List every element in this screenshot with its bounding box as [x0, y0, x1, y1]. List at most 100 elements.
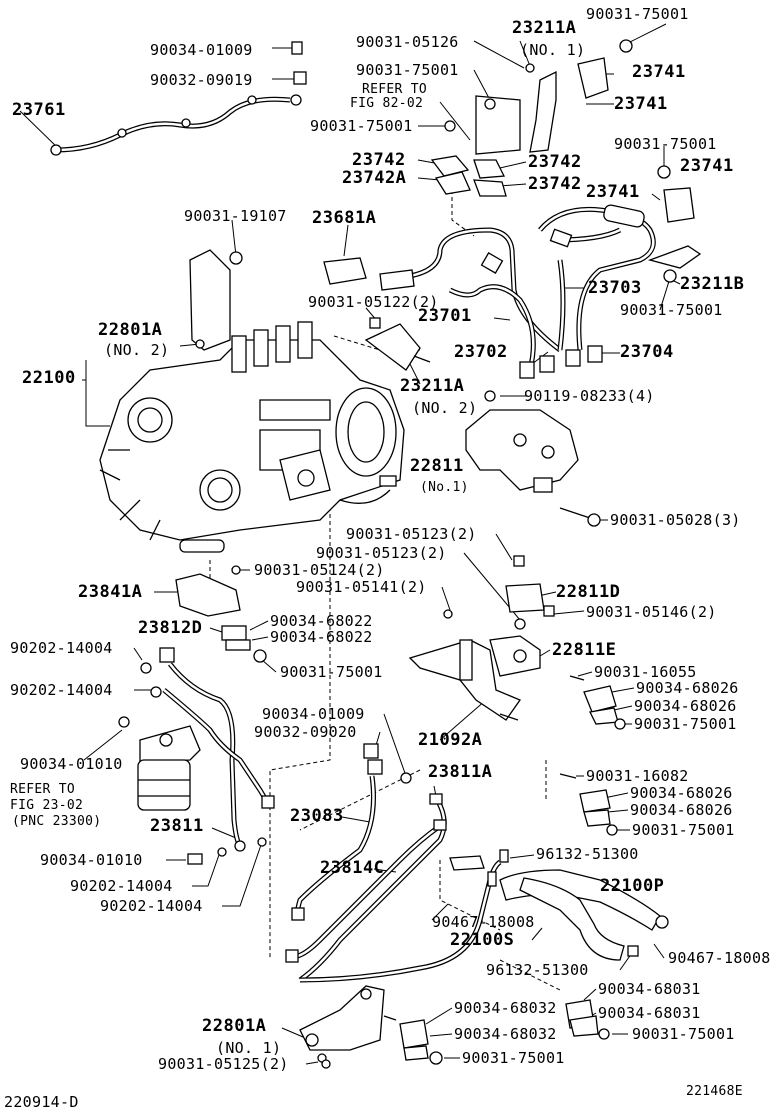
bracket-22811-no1: [465, 390, 601, 527]
label-no2-a: (NO. 2): [104, 341, 170, 359]
label-90031-75001-f: 90031-75001: [280, 663, 383, 681]
label-no2-b: (NO. 2): [412, 399, 478, 417]
label-90032-09020: 90032-09020: [254, 723, 357, 741]
label-90031-75001-d: 90031-75001: [614, 135, 717, 153]
label-90031-75001-top: 90031-75001: [586, 5, 689, 23]
clamp-set-upper-right: [569, 675, 626, 730]
label-90031-05028: 90031-05028(3): [610, 511, 741, 529]
label-figure-code: 220914-D: [4, 1093, 79, 1111]
label-90467-18008-b: 90467-18008: [668, 949, 771, 967]
label-96132-51300-b: 96132-51300: [486, 961, 589, 979]
clamp-set-bottom-right: [565, 999, 610, 1040]
label-90031-05126: 90031-05126: [356, 33, 459, 51]
label-22100: 22100: [22, 368, 76, 388]
label-90031-05124: 90031-05124(2): [254, 561, 385, 579]
label-23811: 23811: [150, 816, 204, 836]
label-90202-14004-b: 90202-14004: [10, 681, 113, 699]
label-22801A-no2: 22801A: [98, 320, 163, 340]
bracket-22801A-no1: [299, 985, 397, 1069]
label-23742-a: 23742: [352, 150, 406, 170]
label-90031-05141: 90031-05141(2): [296, 578, 427, 596]
label-22811: 22811: [410, 456, 464, 476]
label-90034-68031-a: 90034-68031: [598, 980, 701, 998]
label-90031-05123-a: 90031-05123(2): [346, 525, 477, 543]
bracket-23841A: [175, 565, 267, 663]
label-90031-16082: 90031-16082: [586, 767, 689, 785]
label-90202-14004-d: 90202-14004: [100, 897, 203, 915]
label-refer-to-1: REFER TO: [362, 82, 428, 97]
label-22811D: 22811D: [556, 582, 621, 602]
label-23083: 23083: [290, 806, 344, 826]
label-refer-to-2: REFER TO: [10, 782, 76, 797]
bracket-23211B: [647, 165, 702, 283]
label-fig-82-02: FIG 82-02: [350, 96, 424, 111]
bracket-21092A: [408, 635, 541, 721]
overflow-pipe-23761: [50, 41, 307, 156]
label-90034-01010-a: 90034-01010: [20, 755, 123, 773]
label-23841A: 23841A: [78, 582, 143, 602]
label-23741-a: 23741: [632, 62, 686, 82]
label-no1-c: (NO. 1): [216, 1039, 282, 1057]
label-drawing-number: 221468E: [686, 1084, 743, 1099]
label-23742-c: 23742: [528, 174, 582, 194]
label-90034-01010-b: 90034-01010: [40, 851, 143, 869]
label-90031-05123-b: 90031-05123(2): [316, 544, 447, 562]
bracket-23211A-no2: [364, 317, 431, 371]
clamp-set-lower-right: [559, 773, 618, 836]
label-no1-b: (No.1): [420, 480, 469, 495]
label-22801A-no1: 22801A: [202, 1016, 267, 1036]
label-90119-08233: 90119-08233(4): [524, 387, 655, 405]
label-pnc-23300: (PNC 23300): [12, 814, 102, 829]
label-90034-01009-b: 90034-01009: [262, 705, 365, 723]
bracket-23211A-no1: [444, 39, 633, 155]
label-90031-75001-j: 90031-75001: [462, 1049, 565, 1067]
label-90031-05125: 90031-05125(2): [158, 1055, 289, 1073]
label-90034-68031-b: 90034-68031: [598, 1004, 701, 1022]
label-90034-68032-a: 90034-68032: [454, 999, 557, 1017]
fuel-filter: [137, 725, 201, 811]
label-23741-c: 23741: [680, 156, 734, 176]
label-90031-75001-h: 90031-75001: [632, 821, 735, 839]
clamps-23742: [430, 155, 507, 197]
label-90034-68026-d: 90034-68026: [630, 801, 733, 819]
label-23702: 23702: [454, 342, 508, 362]
label-90034-68026-c: 90034-68026: [630, 784, 733, 802]
label-90467-18008-a: 90467-18008: [432, 913, 535, 931]
label-23211A-no1: 23211A: [512, 18, 577, 38]
label-23742A: 23742A: [342, 168, 407, 188]
label-90034-68022-b: 90034-68022: [270, 628, 373, 646]
label-fig-23-02: FIG 23-02: [10, 798, 84, 813]
label-90032-09019: 90032-09019: [150, 71, 253, 89]
label-23814C: 23814C: [320, 858, 385, 878]
label-90031-75001-b: 90031-75001: [356, 61, 459, 79]
label-23681A: 23681A: [312, 208, 377, 228]
label-23211B: 23211B: [680, 274, 745, 294]
fuel-pipes-23083: [285, 743, 509, 983]
label-90031-19107: 90031-19107: [184, 207, 287, 225]
label-90031-16055: 90031-16055: [594, 663, 697, 681]
hose-23681A: [323, 257, 415, 291]
label-23812D: 23812D: [138, 618, 203, 638]
label-90031-05122: 90031-05122(2): [308, 293, 439, 311]
label-90034-01009-top: 90034-01009: [150, 41, 253, 59]
label-23703: 23703: [588, 278, 642, 298]
label-22811E: 22811E: [552, 640, 617, 660]
label-90034-68022-a: 90034-68022: [270, 612, 373, 630]
label-21092A: 21092A: [418, 730, 483, 750]
label-23761: 23761: [12, 100, 66, 120]
injection-pipes: [409, 204, 656, 379]
label-23211A-no2: 23211A: [400, 376, 465, 396]
label-23701: 23701: [418, 306, 472, 326]
label-90031-75001-i: 90031-75001: [632, 1025, 735, 1043]
label-90034-68032-b: 90034-68032: [454, 1025, 557, 1043]
hoses-22100: [487, 869, 669, 961]
bracket-22801A-no2: [189, 249, 243, 351]
label-no1: (NO. 1): [520, 41, 586, 59]
plate-22811D: [443, 555, 555, 630]
label-90202-14004-c: 90202-14004: [70, 877, 173, 895]
label-22100P: 22100P: [600, 876, 665, 896]
label-90031-05146: 90031-05146(2): [586, 603, 717, 621]
label-90034-68026-b: 90034-68026: [634, 697, 737, 715]
fuel-pipes-23811: [118, 647, 275, 865]
